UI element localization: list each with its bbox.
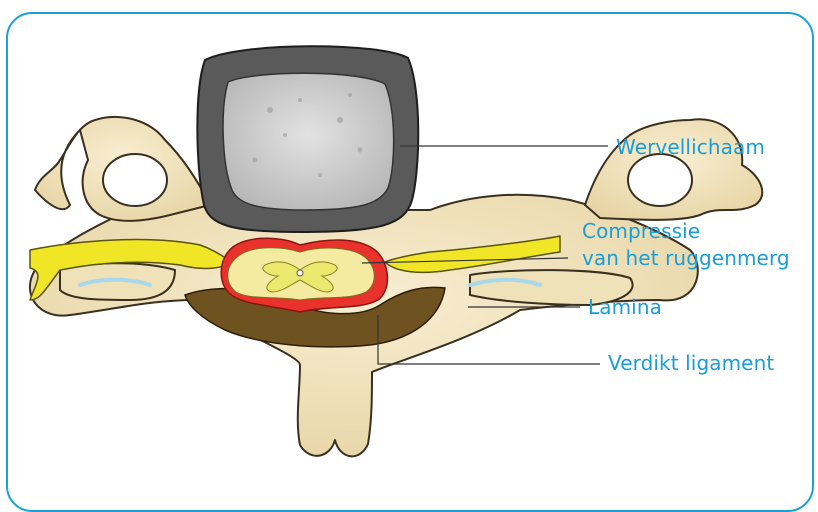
central-canal xyxy=(297,270,303,276)
label-compression-line1: Compressie xyxy=(582,218,700,244)
diagram-canvas: Wervellichaam Compressie van het ruggenm… xyxy=(0,0,818,484)
label-vertebral-body: Wervellichaam xyxy=(616,134,765,160)
vertebral-body xyxy=(197,46,418,232)
label-compression-line2: van het ruggenmerg xyxy=(582,245,790,271)
label-lamina: Lamina xyxy=(588,294,662,320)
label-ligament: Verdikt ligament xyxy=(608,350,774,376)
